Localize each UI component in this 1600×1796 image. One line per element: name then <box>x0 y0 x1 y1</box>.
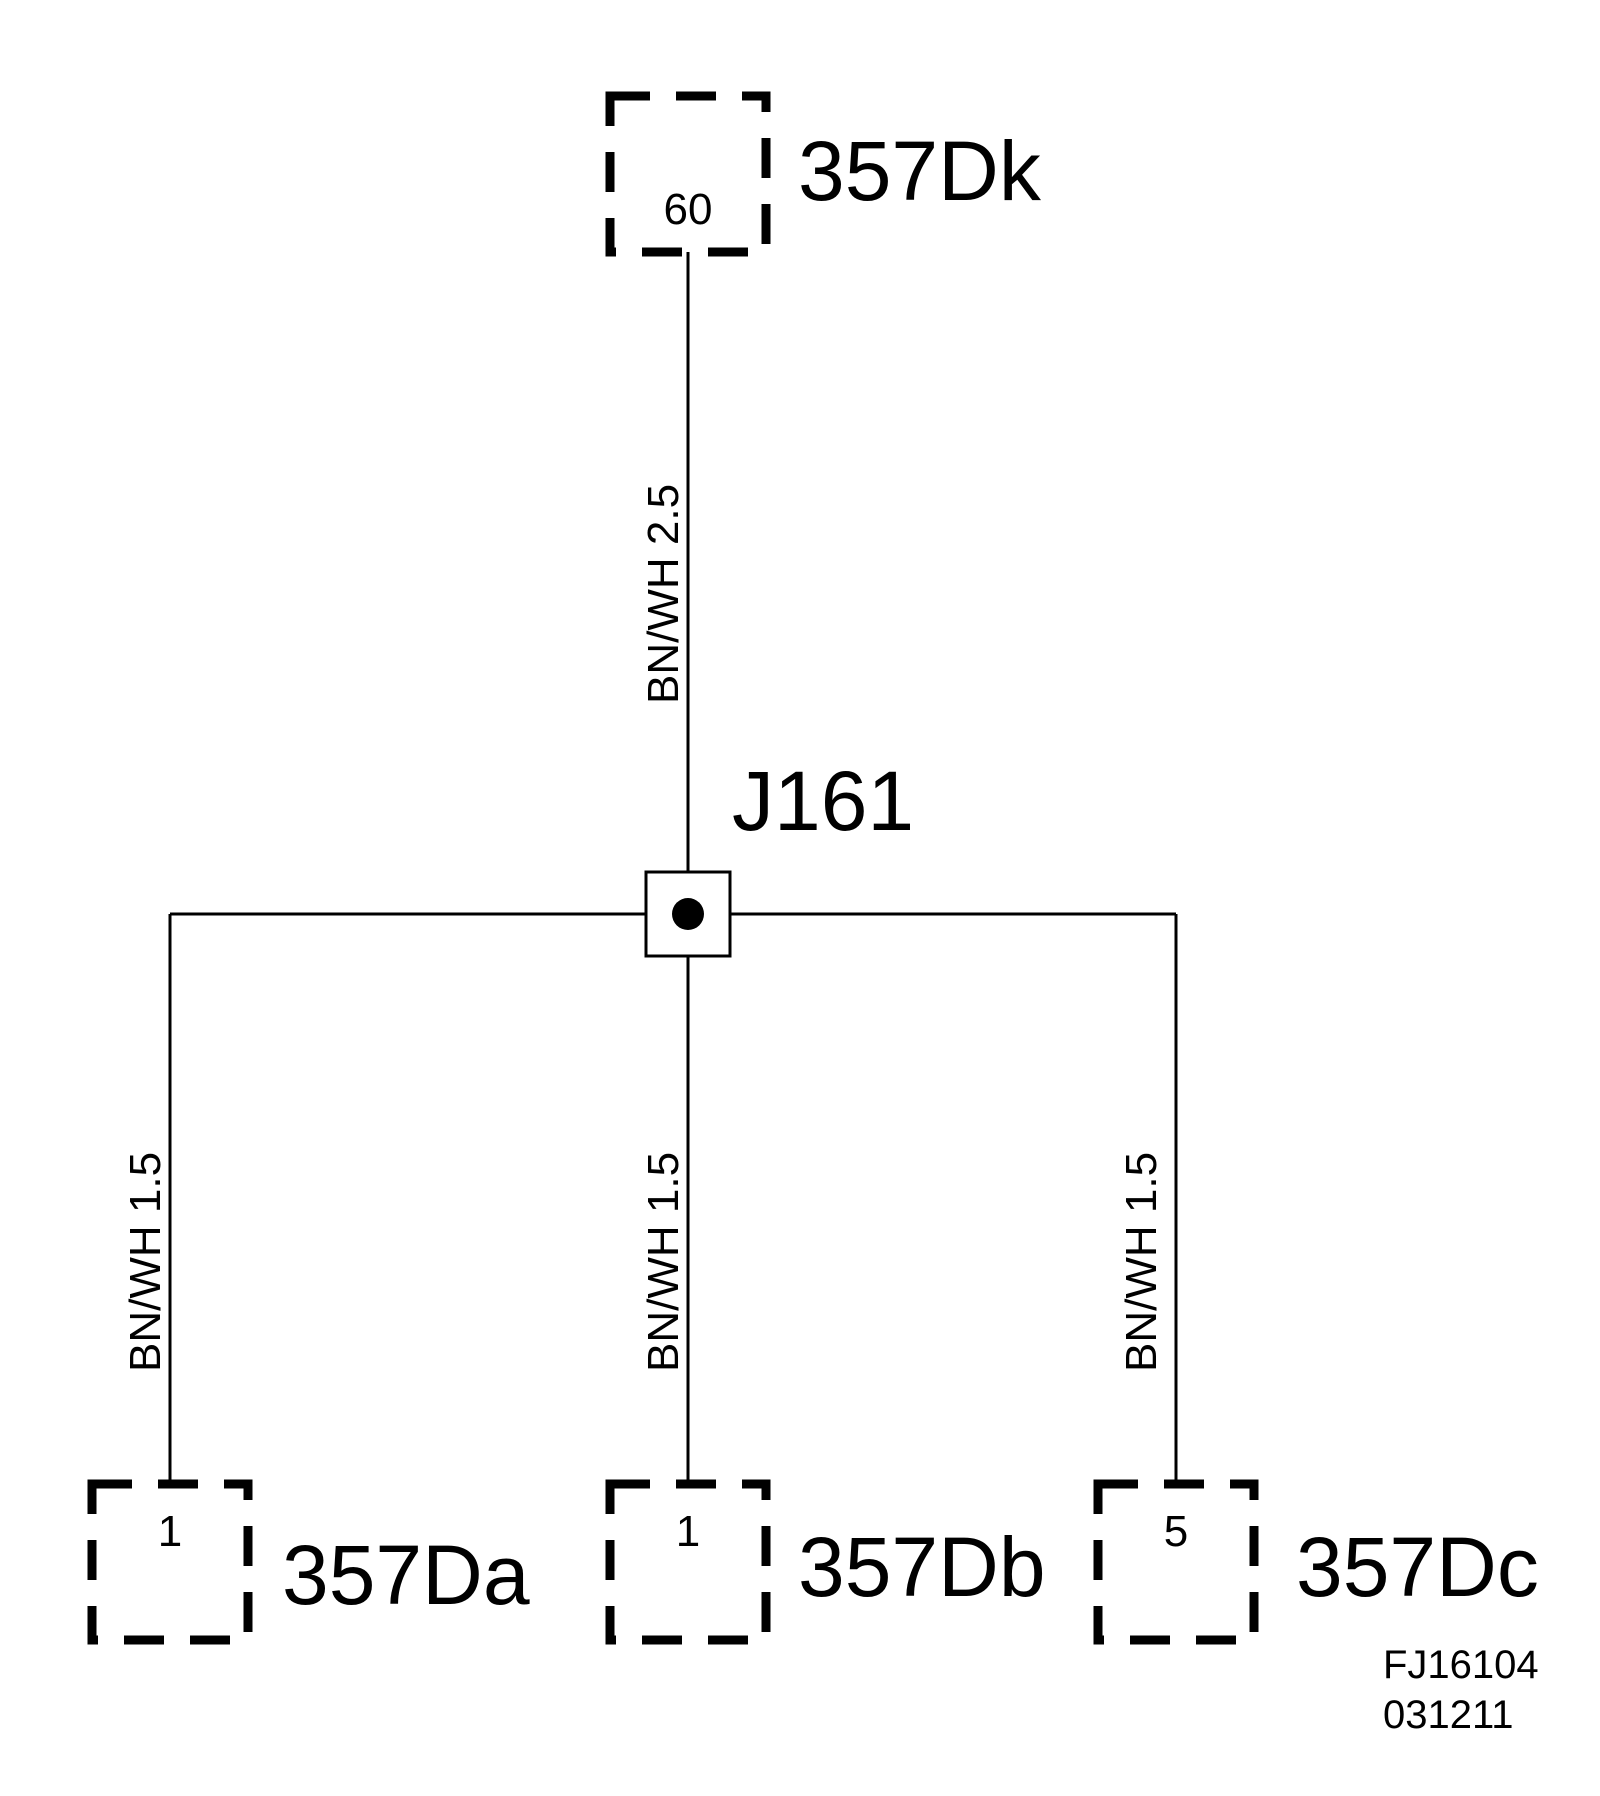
reference-code-line2: 031211 <box>1383 1693 1514 1737</box>
connector-box <box>87 1479 253 1645</box>
connector-label-357da: 357Da <box>282 1528 530 1622</box>
connector-357dk[interactable]: 60 <box>605 91 771 257</box>
connector-box <box>605 91 771 257</box>
connector-box <box>1093 1479 1259 1645</box>
pin-label: 5 <box>1164 1507 1188 1556</box>
connector-357dc[interactable]: 5 <box>1093 1479 1259 1645</box>
connector-357db[interactable]: 1 <box>605 1479 771 1645</box>
wire-label-left: BN/WH 1.5 <box>121 1152 170 1372</box>
connector-box <box>605 1479 771 1645</box>
connector-label-357dk: 357Dk <box>798 124 1042 218</box>
pin-label: 60 <box>664 185 713 234</box>
reference-code-line1: FJ16104 <box>1383 1643 1539 1687</box>
splice-j161[interactable] <box>644 870 732 958</box>
wire-label-right: BN/WH 1.5 <box>1117 1152 1166 1372</box>
wire-label-center: BN/WH 1.5 <box>639 1152 688 1372</box>
wire-label-top: BN/WH 2.5 <box>639 484 688 704</box>
connector-label-357db: 357Db <box>798 1520 1046 1614</box>
splice-node <box>672 898 704 930</box>
connector-label-357dc: 357Dc <box>1296 1520 1539 1614</box>
pin-label: 1 <box>676 1507 700 1556</box>
connector-357da[interactable]: 1 <box>87 1479 253 1645</box>
splice-label: J161 <box>732 754 914 848</box>
pin-label: 1 <box>158 1507 182 1556</box>
